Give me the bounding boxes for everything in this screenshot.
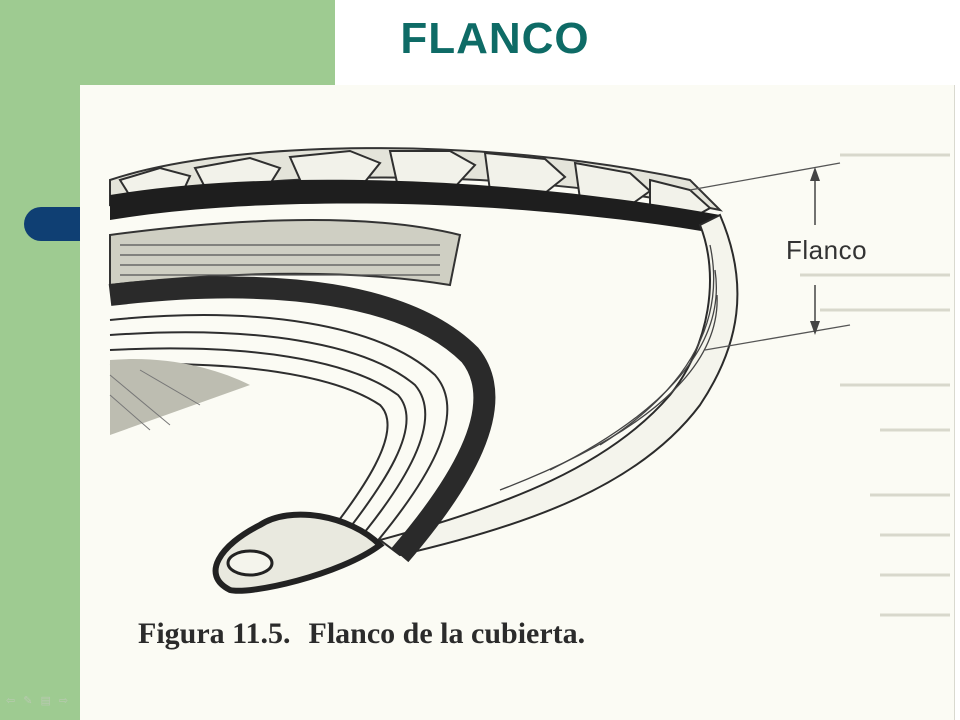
slide-nav-bar: ⇦ ✎ ▤ ⇨ [6, 694, 68, 707]
figure-caption-text: Flanco de la cubierta. [308, 617, 586, 650]
scanned-figure [80, 85, 955, 720]
slide-title: FLANCO [400, 14, 590, 63]
pen-icon[interactable]: ✎ [23, 695, 33, 707]
flanco-dimension-label: Flanco [786, 235, 868, 265]
figure-number: Figura 11.5. [138, 617, 291, 650]
forward-arrow-icon[interactable]: ⇨ [58, 695, 69, 707]
back-arrow-icon[interactable]: ⇦ [6, 695, 16, 707]
tire-cross-section-diagram [108, 147, 950, 617]
green-sidebar-strip [0, 85, 80, 720]
slides-menu-icon[interactable]: ▤ [40, 695, 51, 707]
figure-caption: Figura 11.5. Flanco de la cubierta. [138, 617, 585, 651]
